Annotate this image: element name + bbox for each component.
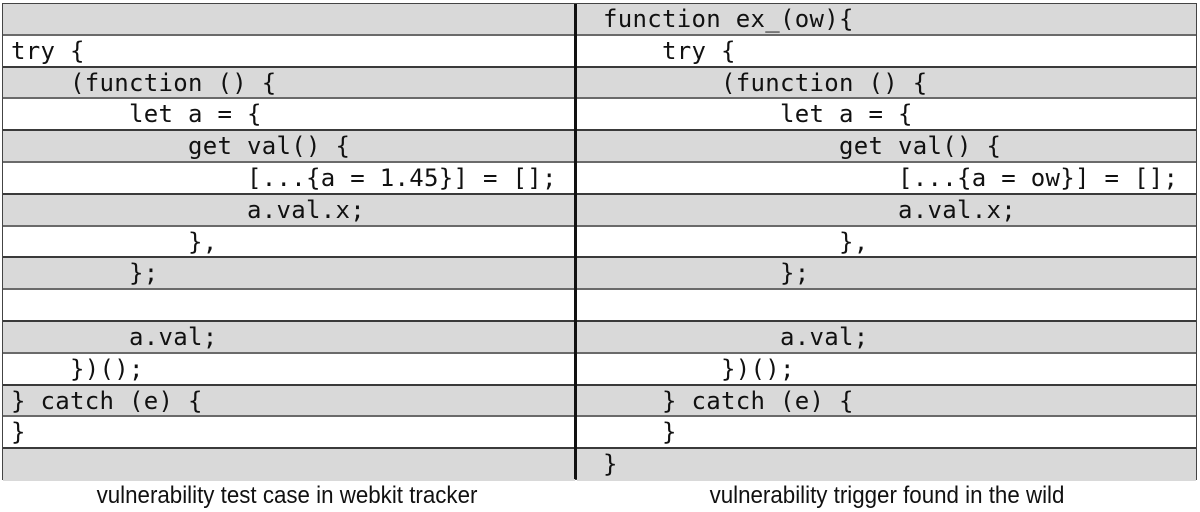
code-line: function ex_(ow){ [577,4,1196,36]
code-line: } [3,417,575,450]
code-line: })(); [3,354,575,386]
code-line: } catch (e) { [577,385,1196,418]
wild-trigger-column: function ex_(ow){ try { (function () { l… [577,4,1196,481]
code-line [3,290,575,322]
column-divider [574,4,577,479]
code-line [3,449,575,481]
right-caption: vulnerability trigger found in the wild [709,482,1065,509]
code-line: let a = { [577,99,1196,132]
code-line: let a = { [3,99,575,132]
left-caption: vulnerability test case in webkit tracke… [96,482,478,509]
code-line: (function () { [3,67,575,100]
code-line: [...{a = 1.45}] = []; [3,163,575,195]
code-line: a.val.x; [577,194,1196,227]
code-line: }, [3,227,575,259]
code-line: a.val.x; [3,194,575,227]
code-line: try { [3,36,575,68]
code-line: }; [3,258,575,291]
code-line: get val() { [577,131,1196,163]
code-line [3,4,575,36]
code-line: (function () { [577,67,1196,100]
code-line: [...{a = ow}] = []; [577,163,1196,195]
code-line: get val() { [3,131,575,163]
code-line: } [577,417,1196,450]
code-line: }, [577,227,1196,259]
code-line: a.val; [3,321,575,354]
code-line: } [577,449,1196,481]
code-line [577,290,1196,322]
code-line: }; [577,258,1196,291]
code-comparison-table: try { (function () { let a = { get val()… [2,3,1197,481]
code-line: a.val; [577,321,1196,354]
code-line: } catch (e) { [3,385,575,418]
code-line: })(); [577,354,1196,386]
webkit-test-case-column: try { (function () { let a = { get val()… [3,4,575,481]
code-line: try { [577,36,1196,68]
